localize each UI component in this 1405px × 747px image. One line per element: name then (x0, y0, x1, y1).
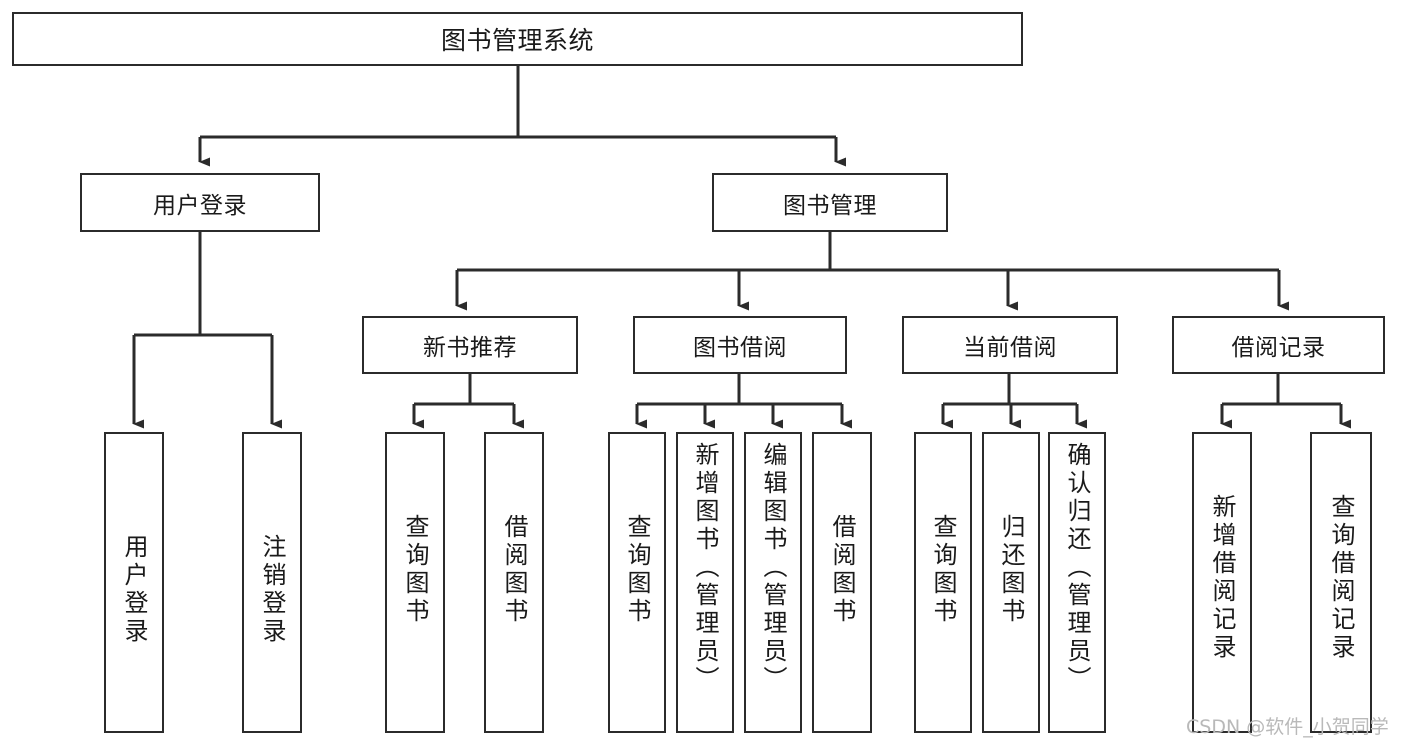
node-leaf-query-book-recommend[interactable]: 查询图书 (385, 432, 445, 733)
leaf-label: 新增图书（管理员） (691, 442, 719, 694)
node-leaf-add-book-admin[interactable]: 新增图书（管理员） (676, 432, 734, 733)
node-book-borrow[interactable]: 图书借阅 (633, 316, 847, 374)
leaf-label: 编辑图书（管理员） (759, 442, 787, 694)
node-leaf-borrow-book[interactable]: 借阅图书 (812, 432, 872, 733)
leaf-label: 确认归还（管理员） (1063, 442, 1091, 694)
node-leaf-query-book-current[interactable]: 查询图书 (914, 432, 972, 733)
node-leaf-user-login[interactable]: 用户登录 (104, 432, 164, 733)
node-root-system[interactable]: 图书管理系统 (12, 12, 1023, 66)
node-current-borrow[interactable]: 当前借阅 (902, 316, 1118, 374)
leaf-label: 新增借阅记录 (1208, 494, 1236, 662)
leaf-label: 注销登录 (258, 534, 286, 646)
leaf-label: 查询借阅记录 (1327, 494, 1355, 662)
node-book-management[interactable]: 图书管理 (712, 173, 948, 232)
node-borrow-record[interactable]: 借阅记录 (1172, 316, 1385, 374)
leaf-label: 用户登录 (120, 534, 148, 646)
node-leaf-return-book[interactable]: 归还图书 (982, 432, 1040, 733)
node-leaf-query-book-borrow[interactable]: 查询图书 (608, 432, 666, 733)
leaf-label: 借阅图书 (500, 514, 528, 626)
node-leaf-confirm-return-admin[interactable]: 确认归还（管理员） (1048, 432, 1106, 733)
leaf-label: 查询图书 (623, 514, 651, 626)
leaf-label: 借阅图书 (828, 514, 856, 626)
node-leaf-edit-book-admin[interactable]: 编辑图书（管理员） (744, 432, 802, 733)
leaf-label: 查询图书 (929, 514, 957, 626)
csdn-watermark: CSDN @软件_小贺同学 (1186, 716, 1389, 738)
node-leaf-borrow-book-recommend[interactable]: 借阅图书 (484, 432, 544, 733)
leaf-label: 查询图书 (401, 514, 429, 626)
node-new-book-recommend[interactable]: 新书推荐 (362, 316, 578, 374)
node-leaf-query-borrow-record[interactable]: 查询借阅记录 (1310, 432, 1372, 733)
node-leaf-add-borrow-record[interactable]: 新增借阅记录 (1192, 432, 1252, 733)
node-leaf-logout[interactable]: 注销登录 (242, 432, 302, 733)
leaf-label: 归还图书 (997, 514, 1025, 626)
node-user-login[interactable]: 用户登录 (80, 173, 320, 232)
